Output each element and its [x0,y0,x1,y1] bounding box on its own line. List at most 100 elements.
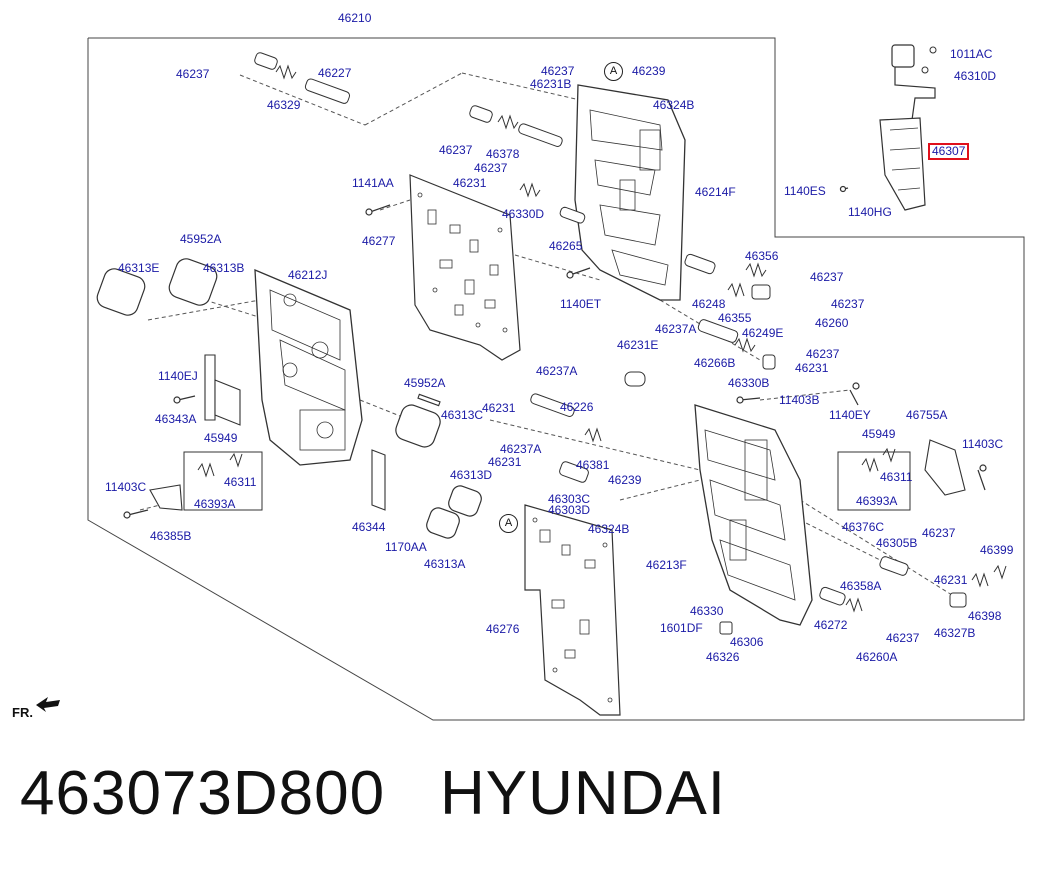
part-label-46306: 46306 [730,635,764,649]
part-label-46313D: 46313D [450,468,493,482]
bolts [123,185,987,519]
part-label-46381: 46381 [576,458,610,472]
part-label-1011AC: 1011AC [950,47,993,61]
part-label-46324B-b: 46324B [588,522,630,536]
part-label-45952A-a: 45952A [180,232,222,246]
part-label-46385B: 46385B [150,529,192,543]
part-label-46311-a: 46311 [224,475,257,489]
part-label-46239-b: 46239 [608,473,642,487]
part-label-46226: 46226 [560,400,594,414]
part-label-46398: 46398 [968,609,1002,623]
part-number: 463073D800 [20,759,386,828]
part-label-46330: 46330 [690,604,724,618]
part-label-46231-c: 46231 [482,401,516,415]
part-label-46272: 46272 [814,618,848,632]
part-label-46212J: 46212J [288,268,328,282]
part-label-46249E: 46249E [742,326,784,340]
part-label-46237-i: 46237 [886,631,920,645]
part-label-46237-d: 46237 [474,161,508,175]
part-label-46231B: 46231B [530,77,572,91]
brand-name: HYUNDAI [440,759,727,828]
part-label-46358A: 46358A [840,579,882,593]
part-label-46356: 46356 [745,249,779,263]
part-label-46277: 46277 [362,234,396,248]
part-label-46378: 46378 [486,147,520,161]
part-label-46399: 46399 [980,543,1014,557]
part-label-46266B: 46266B [694,356,736,370]
part-label-46260A: 46260A [856,650,898,664]
part-label-46214F: 46214F [695,185,736,199]
part-label-46248: 46248 [692,297,726,311]
solenoid-valves [96,258,482,539]
separator-plate-lower [524,504,621,716]
part-label-46231-b: 46231 [795,361,829,375]
part-label-46227: 46227 [318,66,352,80]
part-label-1170AA: 1170AA [385,540,427,554]
part-label-46393A-b: 46393A [856,494,898,508]
upper-valve-body [574,84,686,301]
part-label-46237-h: 46237 [922,526,956,540]
part-label-1141AA: 1141AA [352,176,394,190]
part-label-1140EJ: 1140EJ [158,369,198,383]
part-label-11403B-a: 11403B [779,393,820,407]
part-label-46237-b: 46237 [541,64,575,78]
part-label-46355: 46355 [718,311,752,325]
part-label-1140EY: 1140EY [829,408,871,422]
part-label-46310D: 46310D [954,69,997,83]
part-label-1140ET: 1140ET [560,297,602,311]
part-label-46237-g: 46237 [806,347,840,361]
part-label-45952A-b: 45952A [404,376,446,390]
part-label-46213F: 46213F [646,558,687,572]
part-label-46231-a: 46231 [453,176,487,190]
front-direction-label: FR. [12,705,33,720]
springs [197,64,1007,613]
part-label-46327B: 46327B [934,626,976,640]
part-label-46344: 46344 [352,520,386,534]
part-label-46237-f: 46237 [831,297,865,311]
part-label-46231-d: 46231 [488,455,522,469]
part-label-11403C-b: 11403C [105,480,147,494]
part-label-1140HG: 1140HG [848,205,892,219]
marker-a-top: A [604,62,623,81]
part-label-46313A: 46313A [424,557,466,571]
box-45949-left [183,451,263,511]
part-label-46343A: 46343A [155,412,197,426]
part-label-46311-b: 46311 [880,470,913,484]
part-label-46237-c: 46237 [439,143,473,157]
part-label-46313E: 46313E [118,261,160,275]
part-label-1140ES: 1140ES [784,184,826,198]
part-label-46237-e: 46237 [810,270,844,284]
marker-a-bottom: A [499,514,518,533]
part-label-46237-a: 46237 [176,67,210,81]
valve-spools [254,52,967,635]
part-label-46303D: 46303D [548,503,591,517]
part-label-46376C: 46376C [842,520,885,534]
part-label-46324B-a: 46324B [653,98,695,112]
separator-plate-upper [409,174,521,361]
part-label-46326: 46326 [706,650,740,664]
solenoid-harness [879,44,937,211]
part-label-46276: 46276 [486,622,520,636]
part-label-46237A-b: 46237A [536,364,578,378]
part-label-46237A-c: 46237A [500,442,542,456]
guide-lines [139,72,961,601]
part-label-45949-b: 45949 [862,427,896,441]
part-label-1601DF: 1601DF [660,621,703,635]
part-label-46303C: 46303C [548,492,591,506]
box-45949-right [837,451,911,511]
part-label-46307: 46307 [928,143,970,160]
part-label-46330B: 46330B [728,376,770,390]
part-label-46210: 46210 [338,11,372,25]
part-label-46313B: 46313B [203,261,245,275]
front-arrow-icon [36,697,60,712]
part-label-46329: 46329 [267,98,301,112]
part-label-46231E: 46231E [617,338,659,352]
part-label-46239-a: 46239 [632,64,666,78]
part-label-46393A-a: 46393A [194,497,236,511]
part-label-46260: 46260 [815,316,849,330]
part-label-46755A: 46755A [906,408,948,422]
middle-valve-body [254,268,363,466]
part-label-46330D: 46330D [502,207,545,221]
lower-valve-body [694,404,813,626]
